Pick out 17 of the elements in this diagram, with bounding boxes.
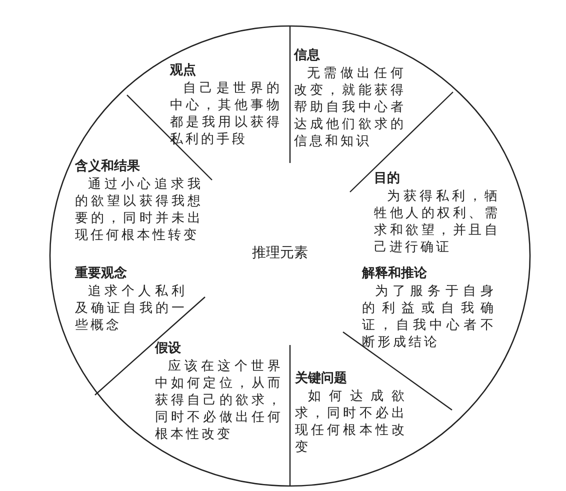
section-text: 应该在这个世界中如何定位，从而获得自己的欲求，同时不必做出任何根本性改变 xyxy=(155,358,283,443)
section-heading: 含义和结果 xyxy=(75,158,141,176)
section-text: 自己是世界的中心，其他事物都是我用以获得私利的手段 xyxy=(170,80,282,148)
section-text: 无需做出任何改变，就能获得帮助自我中心者达成他们欲求的信息和知识 xyxy=(294,65,406,150)
center-label: 推理元素 xyxy=(252,244,308,262)
section-heading: 目的 xyxy=(374,170,401,188)
section-text: 为了服务于自身的利益或自我确证，自我中心者不断形成结论 xyxy=(362,283,496,351)
section-heading: 假设 xyxy=(155,340,182,358)
section-text: 如何达成欲求，同时不必出现任何根本性改变 xyxy=(295,388,407,456)
section-heading: 观点 xyxy=(170,62,197,80)
section-heading: 关键问题 xyxy=(295,370,348,388)
section-heading: 信息 xyxy=(294,47,321,65)
section-text: 追求个人私利及确证自我的一些概念 xyxy=(75,283,187,334)
section-heading: 解释和推论 xyxy=(362,265,428,283)
section-heading: 重要观念 xyxy=(75,265,128,283)
section-text: 为获得私利，牺牲他人的权利、需求和欲望，并且自己进行确证 xyxy=(374,188,500,256)
section-text: 通过小心追求我的欲望以获得我想要的，同时并未出现任何根本性转变 xyxy=(75,176,203,244)
